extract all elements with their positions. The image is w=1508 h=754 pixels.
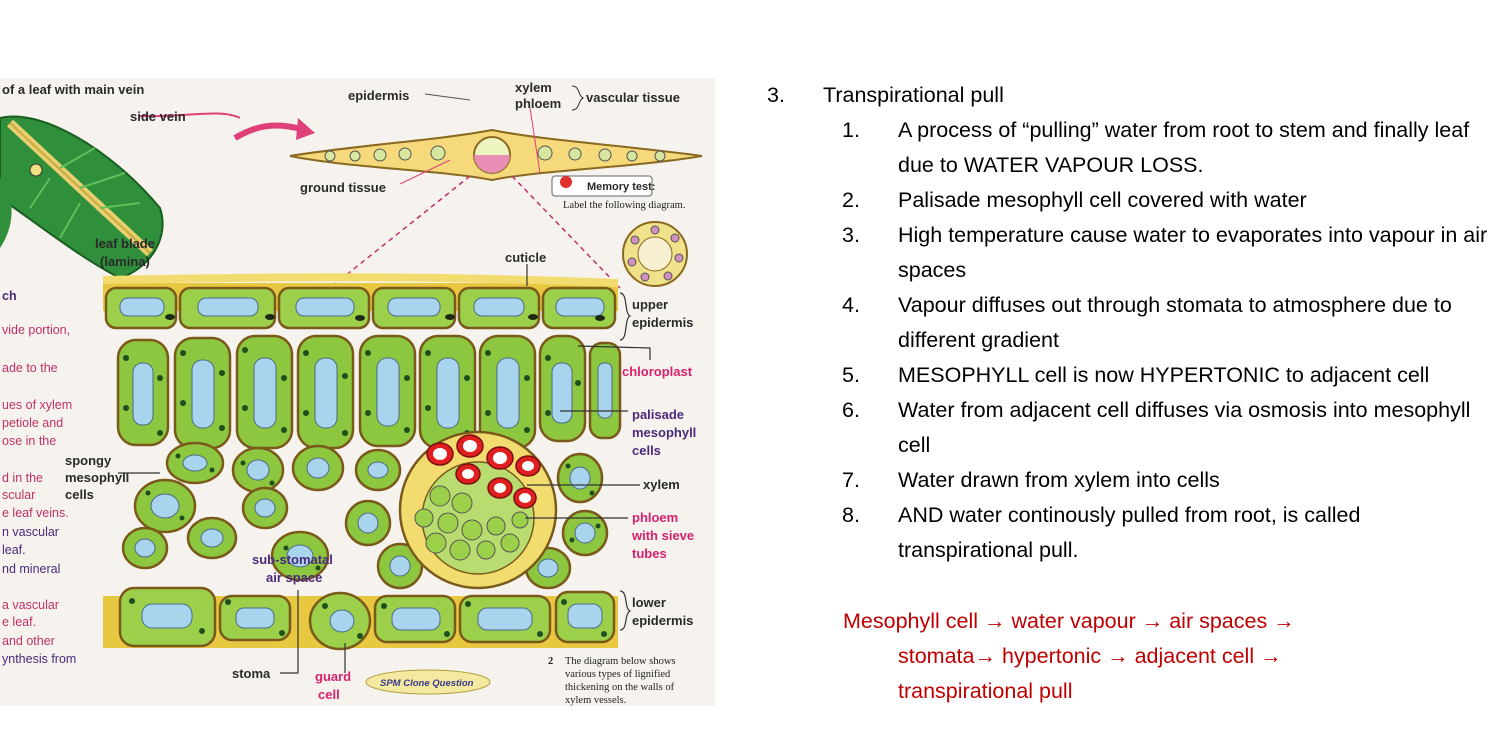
notes-item-text: High temperature cause water to evaporat… bbox=[898, 223, 1488, 282]
margin-fragment: petiole and bbox=[2, 416, 63, 430]
margin-fragment: leaf. bbox=[2, 543, 26, 557]
question-line-4: xylem vessels. bbox=[565, 695, 626, 706]
spongy-label-1: spongy bbox=[65, 453, 112, 468]
phloem-label-3: tubes bbox=[632, 546, 667, 561]
notes-item: 1. A process of “pulling” water from root… bbox=[767, 113, 1497, 183]
lower-epidermis-label-1: lower bbox=[632, 595, 666, 610]
notes-item: 8. AND water continously pulled from root… bbox=[767, 498, 1497, 568]
question-number: 2 bbox=[548, 656, 553, 667]
notes-item: 4. Vapour diffuses out through stomata to… bbox=[767, 288, 1497, 358]
stoma-label: stoma bbox=[232, 666, 271, 681]
question-line-2: various types of lignified bbox=[565, 669, 671, 680]
vascular-tissue-label: vascular tissue bbox=[586, 90, 680, 105]
spm-clone-label: SPM Clone Question bbox=[380, 678, 474, 689]
leaf-illustration bbox=[0, 115, 164, 280]
leaf-cross-section-figure: of a leaf with main vein side vein epide… bbox=[0, 78, 715, 706]
margin-fragment: nd mineral bbox=[2, 562, 60, 576]
xylem-top-label: xylem bbox=[515, 80, 552, 95]
notes-item-text: Palisade mesophyll cell covered with wat… bbox=[898, 188, 1307, 212]
chloroplast-label: chloroplast bbox=[622, 364, 693, 379]
tissue-section bbox=[102, 273, 622, 651]
summary-line-3: transpirational pull bbox=[898, 679, 1073, 703]
memory-test-title: Memory test: bbox=[587, 181, 655, 193]
summary-flow: Mesophyll cell → water vapour → air spac… bbox=[767, 604, 1497, 709]
notes-item: 2. Palisade mesophyll cell covered with w… bbox=[767, 183, 1497, 218]
margin-fragment: ues of xylem bbox=[2, 398, 72, 412]
notes-list: 1. A process of “pulling” water from root… bbox=[767, 113, 1497, 568]
margin-fragment: e leaf. bbox=[2, 615, 36, 629]
memory-test-box: Memory test: Label the following diagram… bbox=[551, 175, 688, 287]
upper-epidermis-label-1: upper bbox=[632, 297, 668, 312]
notes-item-number: 6. bbox=[842, 398, 860, 422]
notes-item-text: Vapour diffuses out through stomata to a… bbox=[898, 293, 1452, 352]
memory-test-instruction: Label the following diagram. bbox=[563, 200, 685, 211]
margin-fragment: vide portion, bbox=[2, 323, 70, 337]
phloem-top-label: phloem bbox=[515, 96, 561, 111]
guard-cell-label-2: cell bbox=[318, 687, 340, 702]
spm-badge: SPM Clone Question bbox=[365, 669, 491, 695]
notes-item-number: 1. bbox=[842, 118, 860, 142]
margin-fragment: e leaf veins. bbox=[2, 506, 69, 520]
spongy-label-2: mesophyll bbox=[65, 470, 129, 485]
guard-cell-label-1: guard bbox=[315, 669, 351, 684]
spongy-label-3: cells bbox=[65, 487, 94, 502]
notes-item-number: 8. bbox=[842, 503, 860, 527]
summary-line-2: stomata→ hypertonic → adjacent cell → bbox=[898, 644, 1282, 668]
margin-fragment: a vascular bbox=[2, 598, 59, 612]
heading-text: Transpirational pull bbox=[823, 83, 1004, 107]
margin-fragment: and other bbox=[2, 634, 55, 648]
margin-fragment: ade to the bbox=[2, 361, 58, 375]
ground-tissue-label: ground tissue bbox=[300, 180, 386, 195]
notes-panel: 3. Transpirational pull 1. A process of “… bbox=[767, 78, 1497, 709]
sub-stomatal-label-1: sub-stomatal bbox=[252, 552, 333, 567]
palisade-label-1: palisade bbox=[632, 407, 684, 422]
notes-item-text: Water from adjacent cell diffuses via os… bbox=[898, 398, 1471, 457]
left-margin-text: ch vide portion, ade to the ues of xylem pet… bbox=[2, 289, 76, 666]
phloem-cells bbox=[414, 485, 529, 561]
margin-fragment: ynthesis from bbox=[2, 652, 76, 666]
question-line-3: thickening on the walls of bbox=[565, 682, 675, 693]
lower-epidermis-label-2: epidermis bbox=[632, 613, 693, 628]
notes-item-number: 5. bbox=[842, 363, 860, 387]
notes-item-number: 7. bbox=[842, 468, 860, 492]
phloem-label-1: phloem bbox=[632, 510, 678, 525]
margin-fragment: scular bbox=[2, 488, 35, 502]
arrow-icon bbox=[233, 122, 306, 141]
cuticle-label: cuticle bbox=[505, 250, 546, 265]
notes-item-text: Water drawn from xylem into cells bbox=[898, 468, 1220, 492]
figure-title-fragment: of a leaf with main vein bbox=[2, 82, 144, 97]
side-vein-label: side vein bbox=[130, 109, 186, 124]
leaf-blade-label: leaf blade bbox=[95, 236, 155, 251]
summary-line-1: Mesophyll cell → water vapour → air spac… bbox=[843, 609, 1295, 633]
lamina-label: (lamina) bbox=[100, 254, 150, 269]
margin-fragment: ose in the bbox=[2, 434, 56, 448]
margin-fragment: d in the bbox=[2, 471, 43, 485]
leaf-diagram-svg: of a leaf with main vein side vein epide… bbox=[0, 80, 703, 706]
xylem-label: xylem bbox=[643, 477, 680, 492]
palisade-label-2: mesophyll bbox=[632, 425, 696, 440]
notes-item-text: MESOPHYLL cell is now HYPERTONIC to adja… bbox=[898, 363, 1430, 387]
upper-epidermis-label-2: epidermis bbox=[632, 315, 693, 330]
question-line-1: The diagram below shows bbox=[565, 656, 676, 667]
notes-item: 5. MESOPHYLL cell is now HYPERTONIC to ad… bbox=[767, 358, 1497, 393]
sub-stomatal-label-2: air space bbox=[266, 570, 322, 585]
margin-fragment: n vascular bbox=[2, 525, 59, 539]
notes-item: 6. Water from adjacent cell diffuses via … bbox=[767, 393, 1497, 463]
notes-item: 7. Water drawn from xylem into cells bbox=[767, 463, 1497, 498]
epidermis-top-label: epidermis bbox=[348, 88, 409, 103]
leaf-blade-section bbox=[289, 128, 703, 182]
notes-item-number: 4. bbox=[842, 293, 860, 317]
palisade-label-3: cells bbox=[632, 443, 661, 458]
heading-number: 3. bbox=[767, 83, 785, 107]
phloem-label-2: with sieve bbox=[631, 528, 694, 543]
notes-item: 3. High temperature cause water to evapor… bbox=[767, 218, 1497, 288]
notes-item-number: 2. bbox=[842, 188, 860, 212]
notes-item-text: A process of “pulling” water from root t… bbox=[898, 118, 1470, 177]
margin-fragment: ch bbox=[2, 289, 17, 303]
notes-item-number: 3. bbox=[842, 223, 860, 247]
notes-heading: 3. Transpirational pull bbox=[767, 78, 1497, 113]
notes-item-text: AND water continously pulled from root, … bbox=[898, 503, 1361, 562]
